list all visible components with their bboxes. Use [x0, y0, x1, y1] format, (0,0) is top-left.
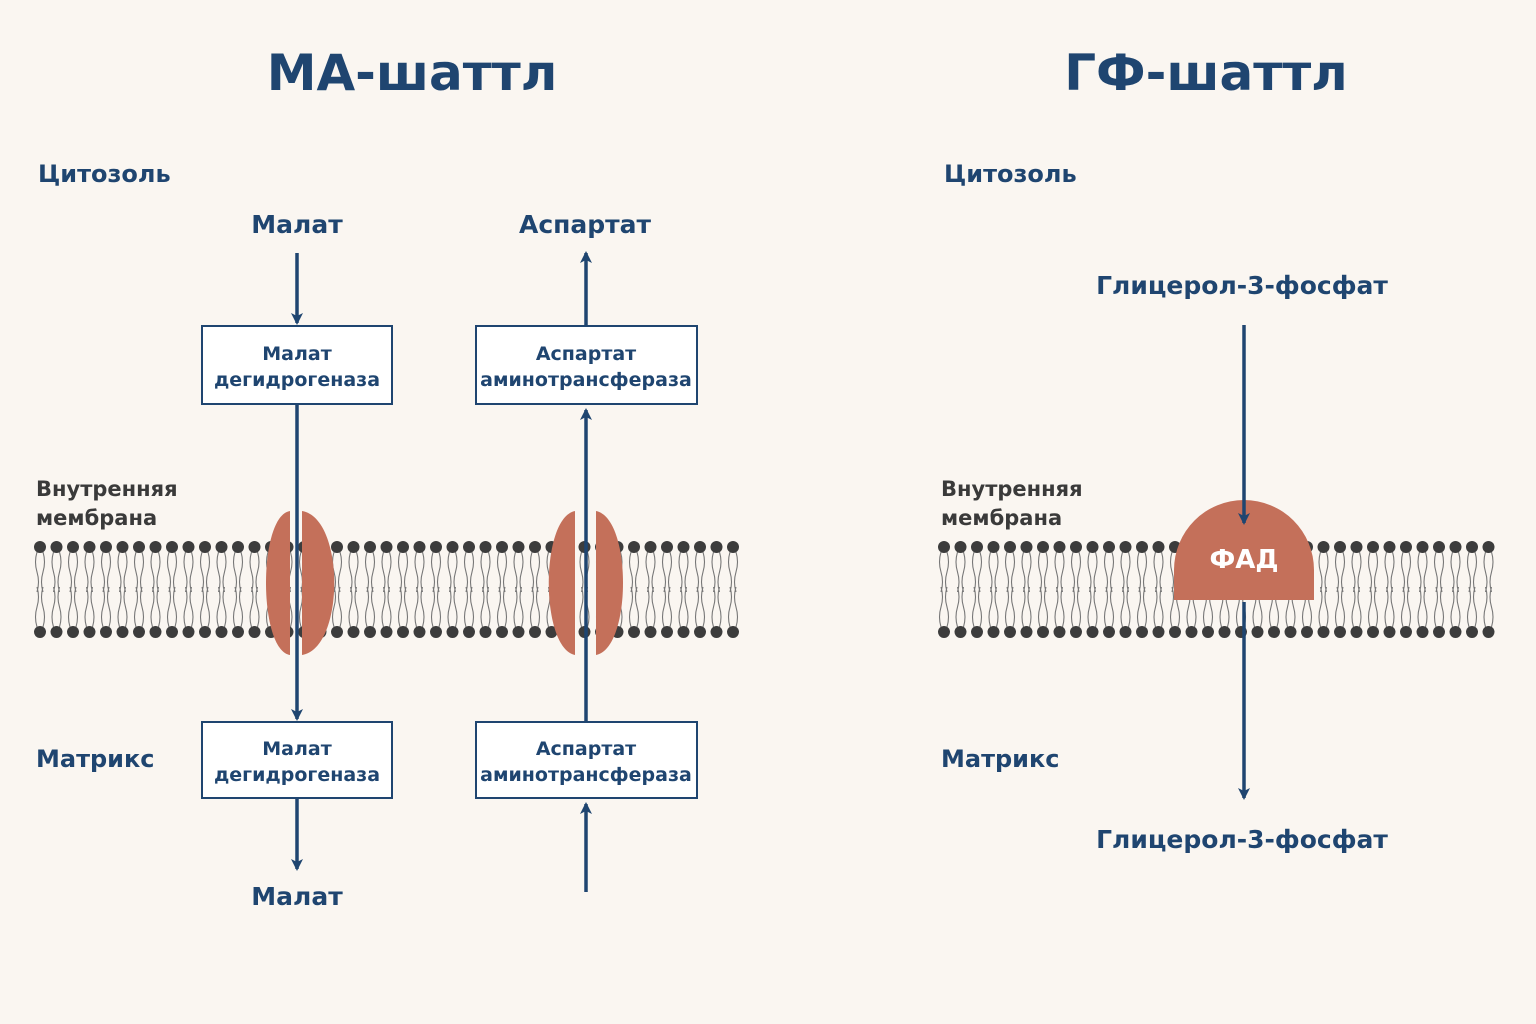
svg-text:Аспартат: Аспартат: [536, 738, 636, 760]
aspartate-aminotransferase-box-bottom: Аспартат аминотрансфераза: [475, 721, 698, 799]
aspartate-transporter: [548, 511, 623, 655]
svg-text:Аспартат: Аспартат: [536, 343, 636, 365]
fad-label: ФАД: [1209, 545, 1278, 575]
svg-text:дегидрогеназа: дегидрогеназа: [214, 764, 380, 786]
malate-cytosol-label: Малат: [251, 210, 343, 239]
cytosol-label-right: Цитозоль: [944, 160, 1077, 188]
malate-dehydrogenase-box-bottom: Малат дегидрогеназа: [201, 721, 393, 799]
gp-shuttle-panel: ГФ-шаттл Цитозоль Внутренняя мембрана Ма…: [938, 44, 1495, 854]
aspartate-aminotransferase-box-top: Аспартат аминотрансфераза: [475, 325, 698, 405]
g3p-cytosol-label: Глицерол-3-фосфат: [1096, 271, 1388, 300]
matrix-label-left: Матрикс: [36, 745, 155, 773]
svg-text:Малат: Малат: [262, 343, 331, 365]
membrane-label-right-line1: Внутренняя: [941, 477, 1083, 501]
membrane-label-left-line2: мембрана: [36, 506, 157, 530]
malate-matrix-label: Малат: [251, 882, 343, 911]
ma-shuttle-title: МА-шаттл: [267, 44, 558, 102]
svg-text:дегидрогеназа: дегидрогеназа: [214, 369, 380, 391]
membrane-label-left-line1: Внутренняя: [36, 477, 178, 501]
gp-shuttle-title: ГФ-шаттл: [1064, 44, 1348, 102]
ma-shuttle-panel: МА-шаттл Цитозоль Внутренняя мембрана Ма…: [34, 44, 739, 911]
membrane-label-right-line2: мембрана: [941, 506, 1062, 530]
svg-text:Малат: Малат: [262, 738, 331, 760]
malate-transporter: [266, 511, 335, 655]
matrix-label-right: Матрикс: [941, 745, 1060, 773]
svg-text:аминотрансфераза: аминотрансфераза: [480, 764, 692, 786]
svg-text:аминотрансфераза: аминотрансфераза: [480, 369, 692, 391]
g3p-matrix-label: Глицерол-3-фосфат: [1096, 825, 1388, 854]
cytosol-label-left: Цитозоль: [38, 160, 171, 188]
malate-dehydrogenase-box-top: Малат дегидрогеназа: [201, 325, 393, 405]
aspartate-cytosol-label: Аспартат: [519, 210, 652, 239]
fad-enzyme: [1174, 500, 1314, 600]
membrane-bilayer-left: [34, 541, 739, 638]
